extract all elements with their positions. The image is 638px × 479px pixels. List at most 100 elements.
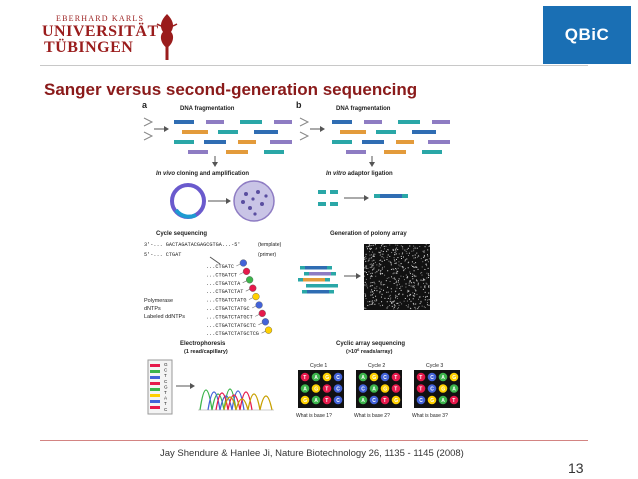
b-polony-fragments	[298, 266, 338, 294]
university-name-line3: TÜBINGEN	[44, 39, 134, 56]
polony-cluster	[438, 384, 448, 393]
polony-cluster	[358, 395, 368, 405]
b-dna-fragments	[332, 120, 450, 154]
polony-base-label: A	[361, 375, 365, 381]
b-step-fragmentation: DNA fragmentation	[336, 106, 391, 112]
dna-fragment	[218, 130, 238, 134]
polony-base-label: C	[430, 386, 434, 392]
fragment	[309, 272, 331, 276]
polony-cluster	[380, 395, 390, 405]
polony-cluster	[427, 384, 437, 393]
b-adaptor-fragments	[318, 190, 408, 206]
dna-fragment	[364, 120, 382, 124]
dna-fragment	[362, 140, 384, 144]
cycle-question: What is base 2?	[354, 413, 390, 419]
polony-base-label: G	[383, 386, 387, 392]
polony-cluster	[311, 384, 321, 393]
dna-fragment	[174, 140, 194, 144]
a-step-cloning: In vivo cloning and amplification	[156, 171, 249, 177]
dna-fragment	[182, 130, 208, 134]
polony-base-label: A	[361, 398, 365, 404]
a-dna-fragments	[174, 120, 292, 154]
dna-fragment	[422, 150, 442, 154]
polony-cluster	[427, 372, 437, 382]
polony-base-label: A	[441, 398, 445, 404]
polony-base-label: G	[303, 398, 307, 404]
a-reagent-ddntps: Labeled ddNTPs	[144, 314, 185, 320]
a-bacteria-colony-icon	[233, 180, 275, 222]
polony-base-label: T	[394, 386, 397, 392]
gel-base-call: T	[164, 390, 167, 395]
dna-fragment	[254, 130, 278, 134]
polony-base-label: C	[430, 375, 434, 381]
sequencing-comparison-figure: a b DNA fragmentation In vivo cloning an…	[140, 98, 480, 425]
adaptor	[327, 266, 332, 270]
dye-terminator-icon	[264, 326, 273, 334]
dna-fragment	[340, 130, 366, 134]
polony-base-label: T	[325, 398, 328, 404]
polony-base-label: G	[394, 398, 398, 404]
dna-fragment	[174, 120, 194, 124]
polony-cluster	[449, 372, 459, 382]
a-arrow-1	[212, 162, 218, 167]
figure-canvas: a b DNA fragmentation In vivo cloning an…	[142, 100, 460, 419]
a-step-electrophoresis: Electrophoresis	[180, 341, 226, 347]
polony-cluster	[438, 372, 448, 382]
polony-cluster	[358, 384, 368, 393]
dna-fragment	[226, 150, 248, 154]
polony-base-label: C	[383, 375, 387, 381]
dna-fragment	[332, 140, 352, 144]
polony-base-label: T	[394, 375, 397, 381]
polony-cluster	[322, 395, 332, 405]
polony-base-label: G	[430, 398, 434, 404]
adaptor	[329, 290, 334, 294]
a-chromatogram	[198, 388, 274, 411]
dna-fragment	[428, 140, 450, 144]
dna-fragment	[346, 150, 366, 154]
polony-base-label: T	[383, 398, 386, 404]
gel-base-call: C	[164, 368, 168, 373]
a-step-cycle-sequencing: Cycle sequencing	[156, 231, 207, 237]
slide-title: Sanger versus second-generation sequenci…	[44, 80, 418, 99]
adaptor	[300, 266, 305, 270]
dna-fragment	[412, 130, 436, 134]
a-template-label: (template)	[258, 242, 282, 248]
polony-base-label: G	[372, 375, 376, 381]
a-plasmid-icon	[170, 183, 206, 219]
qbic-logo: QBiC	[543, 6, 631, 64]
polony-cluster	[311, 372, 321, 382]
ladder-fragment: ...CTGATCTATGCT	[206, 314, 253, 320]
polony-cluster	[311, 395, 321, 405]
polony-base-label: A	[314, 398, 318, 404]
polony-cluster	[416, 395, 426, 405]
polony-cluster	[333, 372, 343, 382]
polony-cluster	[322, 384, 332, 393]
dye-terminator-icon	[255, 301, 263, 309]
university-name-line1: EBERHARD KARLS	[56, 14, 145, 23]
polony-cluster	[449, 384, 459, 393]
ladder-fragment: ...CTGATCTATGCTC	[206, 323, 256, 329]
dye-terminator-icon	[239, 259, 247, 267]
polony-cluster	[358, 372, 368, 382]
dna-fragment	[206, 120, 224, 124]
gel-base-call: C	[164, 407, 168, 412]
polony-base-label: T	[303, 375, 306, 381]
polony-cluster	[333, 395, 343, 405]
header-divider	[40, 65, 588, 66]
polony-base-label: C	[419, 398, 423, 404]
polony-base-label: C	[361, 386, 365, 392]
a-primer-label: (primer)	[258, 252, 276, 258]
b-polony-array-image	[364, 244, 430, 310]
polony-cluster	[369, 372, 379, 382]
polony-cluster	[300, 372, 310, 382]
dna-fragment	[188, 150, 208, 154]
gel-base-call: C	[164, 379, 168, 384]
a-capillary-gel-icon	[147, 359, 173, 415]
gel-base-call: T	[164, 401, 167, 406]
polony-cluster	[416, 372, 426, 382]
polony-base-label: G	[452, 375, 456, 381]
ladder-fragment: ...CTGATCTATG	[206, 298, 246, 304]
dna-fragment	[204, 140, 226, 144]
a-primer-sequence: 5'-... CTGAT	[144, 252, 181, 258]
